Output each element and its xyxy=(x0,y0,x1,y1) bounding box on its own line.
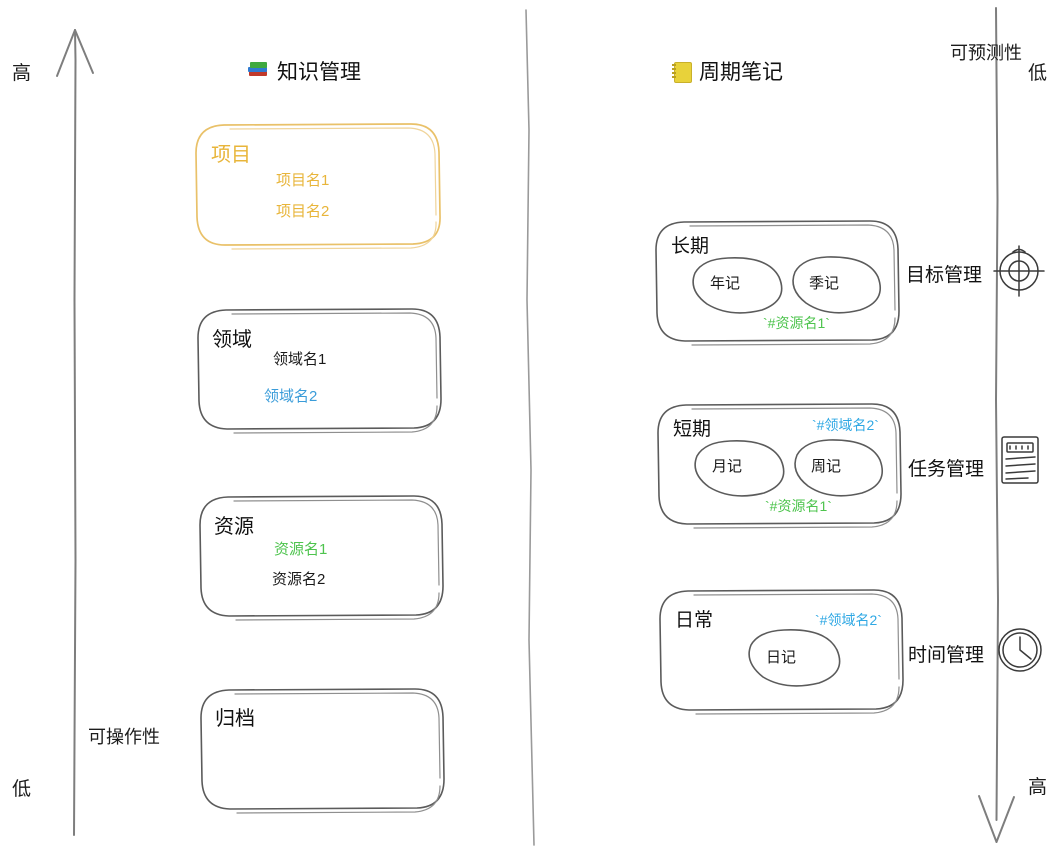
card-areas-item-1[interactable]: 领域名1 xyxy=(273,351,327,368)
tag-long-term-resource[interactable]: `#资源名1` xyxy=(763,315,830,331)
card-projects-title: 项目 xyxy=(211,144,251,166)
column-heading-cycle-notes: 周期笔记 xyxy=(672,56,783,86)
group-long-term-title: 长期 xyxy=(671,236,710,257)
clock-icon-shape xyxy=(998,628,1042,672)
right-axis-vertical-label: 可预测性 xyxy=(950,43,1022,63)
note-daily-1[interactable]: 日记 xyxy=(766,649,797,666)
tag-short-term-resource[interactable]: `#资源名1` xyxy=(765,498,832,514)
group-short-term-title: 短期 xyxy=(673,419,712,440)
card-projects-item-1[interactable]: 项目名1 xyxy=(276,172,330,189)
note-short-term-2[interactable]: 周记 xyxy=(811,458,842,475)
group-daily-title: 日常 xyxy=(675,610,714,631)
column-heading-cycle-notes-text: 周期笔记 xyxy=(699,61,783,84)
left-axis-arrow xyxy=(56,29,94,836)
target-icon-shape xyxy=(993,245,1045,297)
note-short-term-1[interactable]: 月记 xyxy=(712,458,743,475)
right-axis-arrow xyxy=(978,7,1015,843)
notebook-emoji-icon xyxy=(672,61,692,83)
tag-daily-area[interactable]: `#领域名2` xyxy=(815,612,882,628)
column-heading-knowledge: 知识管理 xyxy=(248,56,361,86)
notepad-list-icon-shape xyxy=(1001,436,1039,484)
card-projects-item-2[interactable]: 项目名2 xyxy=(276,203,330,220)
right-axis-bottom-label: 高 xyxy=(1028,777,1048,798)
card-resources-item-2[interactable]: 资源名2 xyxy=(272,571,326,588)
card-resources-item-1[interactable]: 资源名1 xyxy=(274,541,328,558)
left-axis-bottom-label: 低 xyxy=(12,779,32,800)
center-divider xyxy=(525,9,535,846)
books-emoji-icon xyxy=(248,62,268,80)
tag-short-term-area[interactable]: `#领域名2` xyxy=(812,417,879,433)
column-heading-knowledge-text: 知识管理 xyxy=(277,61,361,84)
card-areas-title: 领域 xyxy=(212,329,252,351)
role-label-time-management: 时间管理 xyxy=(908,645,985,666)
note-long-term-2[interactable]: 季记 xyxy=(809,275,840,292)
left-axis-vertical-label: 可操作性 xyxy=(88,727,160,747)
card-areas-item-2[interactable]: 领域名2 xyxy=(264,388,318,405)
role-label-goal-management: 目标管理 xyxy=(906,265,983,286)
card-resources-title: 资源 xyxy=(214,516,254,538)
card-archive-title: 归档 xyxy=(215,708,255,730)
note-long-term-1[interactable]: 年记 xyxy=(710,275,741,292)
left-axis-top-label: 高 xyxy=(12,63,32,84)
role-label-task-management: 任务管理 xyxy=(908,459,985,480)
right-axis-top-label: 低 xyxy=(1028,63,1048,84)
